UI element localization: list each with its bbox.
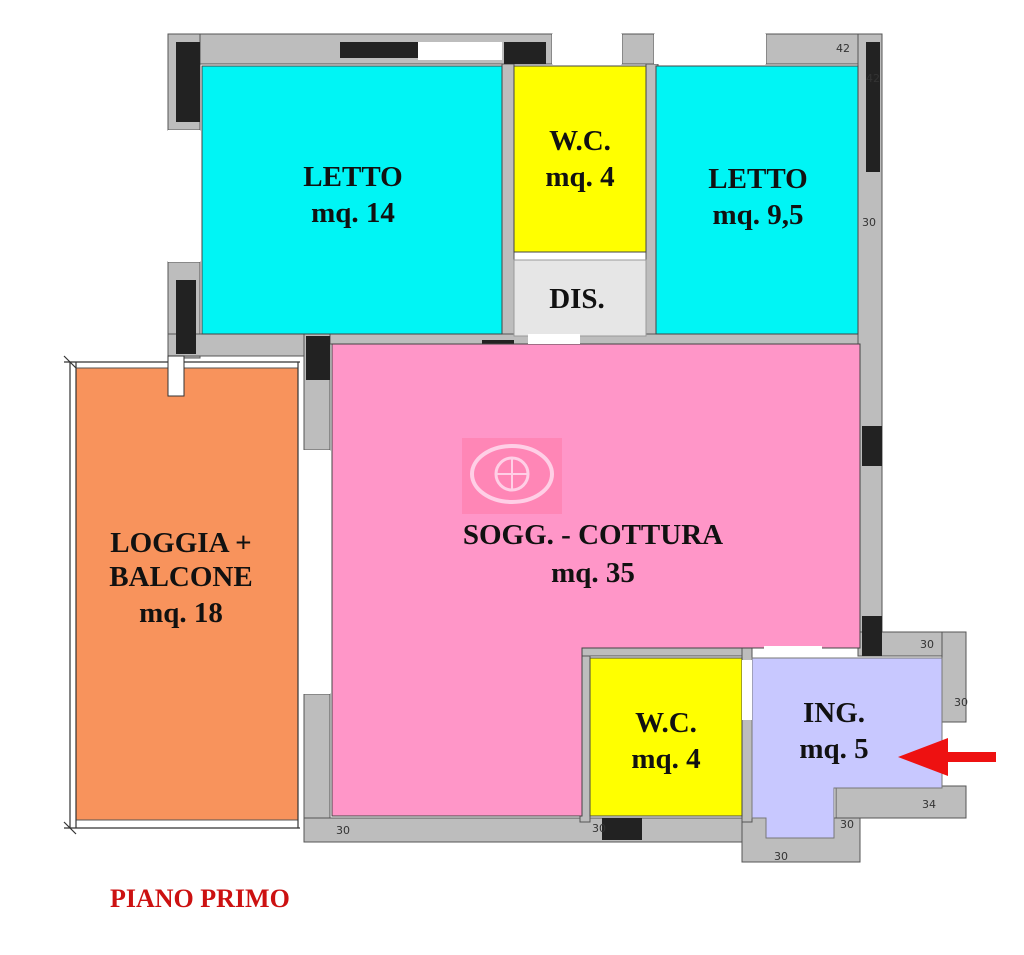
room-wc-top <box>513 65 647 253</box>
pillar-top-left <box>176 42 200 122</box>
room-hallway <box>513 259 647 337</box>
door-openings <box>168 34 822 720</box>
wall-wc-top-left <box>501 63 515 337</box>
dim-label: 34 <box>922 798 936 811</box>
living-name: SOGG. - COTTURA <box>463 519 723 551</box>
living-area: mq. 35 <box>551 557 635 589</box>
wall-top-mid <box>621 33 655 65</box>
bedroom-left-area: mq. 14 <box>311 197 395 229</box>
pillar-left-mid <box>176 280 196 354</box>
pillar-top-right <box>866 42 880 172</box>
room-bedroom-right <box>655 65 859 335</box>
loggia-area: mq. 18 <box>139 597 223 629</box>
dim-label: 30 <box>954 696 968 709</box>
dim-label: 30 <box>862 216 876 229</box>
pillar-top-strip <box>340 42 418 58</box>
room-bedroom-left <box>201 65 503 335</box>
globe-logo-icon <box>462 438 562 514</box>
plan-title: PIANO PRIMO <box>110 884 290 913</box>
pillar-right-mid <box>862 426 882 466</box>
wall-bottom <box>303 817 749 843</box>
pillar-living-corner <box>306 336 330 380</box>
loggia-name-line2: BALCONE <box>109 561 252 593</box>
arrow-left-icon <box>898 738 996 776</box>
dim-label: 42 <box>836 42 850 55</box>
pillar-top-wc <box>504 42 546 64</box>
bedroom-right-name: LETTO <box>708 163 807 195</box>
bedroom-left-name: LETTO <box>303 161 402 193</box>
wall-entrance-lower <box>835 785 967 819</box>
dim-label: 30 <box>840 818 854 831</box>
wc-top-name: W.C. <box>549 125 611 157</box>
loggia-column <box>167 355 185 397</box>
wc-bottom-area: mq. 4 <box>631 743 700 775</box>
pillar-right-lower <box>862 616 882 656</box>
dim-label: 30 <box>920 638 934 651</box>
entrance-area: mq. 5 <box>799 733 868 765</box>
loggia-name-line1: LOGGIA + <box>110 527 251 559</box>
dim-label: 30 <box>774 850 788 863</box>
hallway-name: DIS. <box>549 283 605 315</box>
wc-top-area: mq. 4 <box>545 161 614 193</box>
bedroom-right-area: mq. 9,5 <box>712 199 803 231</box>
wc-bottom-name: W.C. <box>635 707 697 739</box>
room-wc-bottom <box>589 657 743 817</box>
room-loggia <box>75 367 299 821</box>
entrance-name: ING. <box>803 697 865 729</box>
pillar-bottom-mid <box>602 818 642 840</box>
wall-dark-segments <box>176 42 882 840</box>
dimension-labels: 42 42 30 30 30 34 30 30 30 30 <box>336 42 968 863</box>
room-entrance <box>751 657 943 839</box>
wall-living-left-lower <box>303 693 331 843</box>
dim-label: 42 <box>866 72 880 85</box>
dim-label: 30 <box>592 822 606 835</box>
dim-label: 30 <box>336 824 350 837</box>
